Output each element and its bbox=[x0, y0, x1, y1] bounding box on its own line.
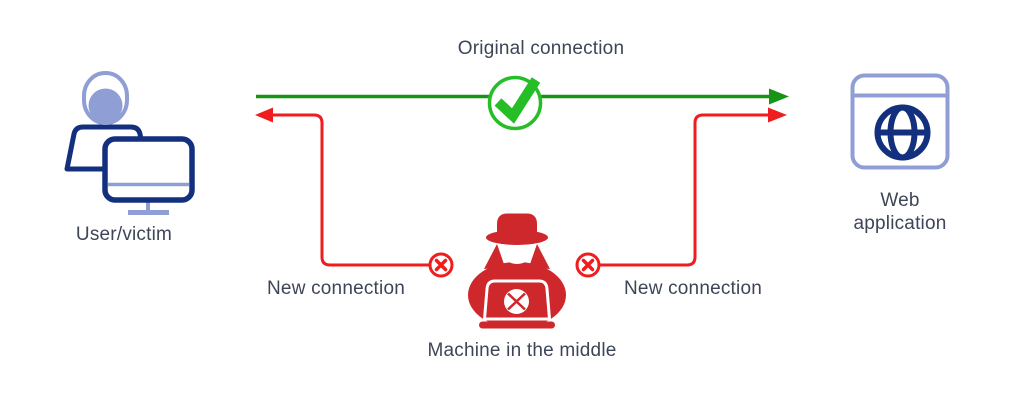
blocked-icon-right bbox=[575, 252, 601, 278]
web-application-label-line1: Web bbox=[880, 190, 919, 211]
monitor-screen bbox=[102, 136, 195, 203]
machine-in-the-middle-label: Machine in the middle bbox=[427, 340, 616, 361]
red-path-right bbox=[599, 113, 768, 267]
user-victim-label: User/victim bbox=[76, 224, 172, 245]
red-arrowhead-right bbox=[768, 107, 787, 123]
hacker-collar-left bbox=[484, 244, 505, 269]
user-face bbox=[88, 88, 123, 123]
hacker-face bbox=[502, 241, 532, 264]
new-connection-left-label: New connection bbox=[267, 278, 405, 299]
blocked-x bbox=[434, 258, 448, 272]
user-victim-icon bbox=[64, 71, 195, 215]
check-mark bbox=[494, 77, 541, 124]
blocked-icon-left bbox=[428, 252, 454, 278]
web-application-icon bbox=[850, 73, 950, 170]
new-connection-right-arrow bbox=[599, 107, 787, 267]
blocked-x bbox=[581, 258, 595, 272]
web-application-label-line2: application bbox=[853, 213, 946, 234]
green-arrowhead bbox=[769, 88, 789, 105]
hacker-hat-brim bbox=[486, 230, 548, 245]
hacker-collar-right bbox=[529, 244, 550, 269]
new-connection-right-label: New connection bbox=[624, 278, 762, 299]
new-connection-left-arrow bbox=[255, 107, 430, 267]
hacker-icon bbox=[468, 213, 566, 329]
original-connection-label: Original connection bbox=[458, 38, 624, 59]
laptop-base bbox=[479, 321, 555, 329]
red-arrowhead-left bbox=[255, 107, 273, 123]
red-path-left bbox=[272, 113, 430, 267]
laptop-emblem-x bbox=[507, 292, 526, 311]
check-icon bbox=[487, 75, 543, 131]
